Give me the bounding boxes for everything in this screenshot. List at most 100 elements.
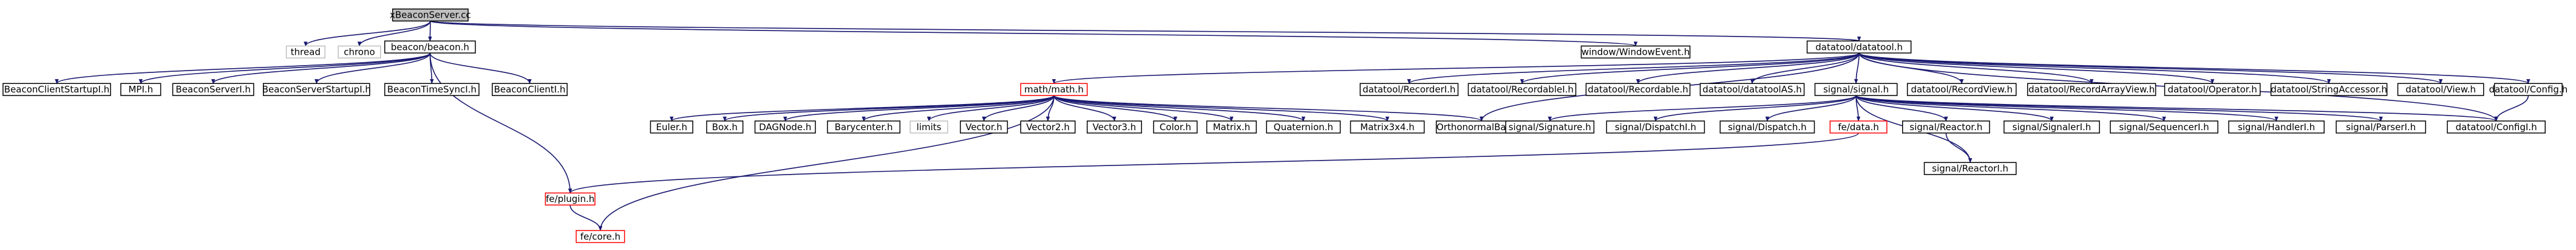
node-sig-dispatch[interactable]: signal/Dispatch.h [1719,120,1815,134]
node-matrix3x4[interactable]: Matrix3x4.h [1350,120,1425,134]
node-label: datatool/Recordable.h [1588,84,1688,95]
node-box[interactable]: Box.h [706,120,744,134]
node-box [960,120,1008,134]
node-recordable[interactable]: datatool/Recordable.h [1585,83,1691,96]
node-recordable-i[interactable]: datatool/RecordableI.h [1467,83,1577,96]
node-config-h[interactable]: datatool/Config.h [2489,83,2568,96]
edge-signal-to-sig_sequencer [1855,95,2166,122]
node-box [2228,120,2325,134]
node-config-i[interactable]: datatool/ConfigI.h [2447,120,2546,134]
node-box [2493,83,2563,96]
edge-math-to-matrix3x4 [1053,95,1390,122]
edge-signal-to-sig_signaler [1855,95,2054,122]
node-label: beacon/beacon.h [391,41,469,52]
node-label: limits [917,122,942,133]
node-barycenter[interactable]: Barycenter.h [827,120,901,134]
node-box [2003,120,2100,134]
node-math[interactable]: math/math.h [1020,83,1088,96]
node-sig-parser[interactable]: signal/ParserI.h [2336,120,2427,134]
node-box [492,83,568,96]
edge-signal-to-sig_reactor [1855,95,1948,122]
node-box [1902,120,1990,134]
edge-beacon-to-bs_startup [314,52,431,85]
node-view[interactable]: datatool/View.h [2397,83,2484,96]
node-label: BeaconServerStartupI.h [262,84,371,95]
edge-root-to-datatool [430,20,1861,42]
node-sig-handler[interactable]: signal/HandlerI.h [2228,120,2325,134]
node-box [2110,120,2218,134]
node-orthonormal[interactable]: OrthonormalBasis.h [1435,120,1528,134]
node-fe-data[interactable]: fe/data.h [1829,120,1888,134]
node-recorder[interactable]: datatool/RecorderI.h [1359,83,1459,96]
node-datatool-as[interactable]: datatool/datatoolAS.h [1699,83,1805,96]
node-sig-signature[interactable]: signal/Signature.h [1505,120,1595,134]
edge-beacon-to-beacon_client [429,52,532,85]
edge-sig_reactor-to-sig_reactor_i [1945,133,1973,163]
node-label: datatool/ConfigI.h [2456,122,2537,133]
node-limits: limits [909,120,948,134]
node-color[interactable]: Color.h [1153,120,1198,134]
node-bs-startup[interactable]: BeaconServerStartupI.h [262,83,371,96]
edge-math-to-matrix [1053,95,1234,122]
node-datatool[interactable]: datatool/datatool.h [1806,40,1912,54]
edge-math-to-core [598,95,1055,231]
node-sig-reactor-i[interactable]: signal/ReactorI.h [1923,162,2017,175]
node-window-event[interactable]: window/WindowEvent.h [1580,45,1691,59]
node-sig-signaler[interactable]: signal/SignalerI.h [2003,120,2100,134]
node-operator[interactable]: datatool/Operator.h [2164,83,2261,96]
node-box [1585,83,1691,96]
node-box [2336,120,2427,134]
node-string-accessor[interactable]: datatool/StringAccessor.h [2270,83,2388,96]
edge-math-to-limits [926,95,1055,122]
edge-beacon-to-beacon_server [211,52,431,85]
node-euler[interactable]: Euler.h [650,120,693,134]
node-box [1266,120,1341,134]
node-vector2[interactable]: Vector2.h [1020,120,1076,134]
node-matrix[interactable]: Matrix.h [1206,120,1257,134]
node-label: datatool/View.h [2405,84,2476,95]
node-thread: thread [285,45,325,59]
edge-math-to-vector [982,95,1055,122]
edge-config_h-to-config_i [2494,95,2529,122]
edge-math-to-barycenter [861,95,1055,122]
node-label: datatool/datatool.h [1815,41,1903,52]
node-beacon-client[interactable]: BeaconClientI.h [492,83,568,96]
node-label: BeaconTimeSyncI.h [387,84,477,95]
node-sig-sequencer[interactable]: signal/SequencerI.h [2110,120,2218,134]
edge-math-to-quaternion [1053,95,1305,122]
edge-root-to-chrono [357,21,431,47]
node-core[interactable]: fe/core.h [576,230,625,243]
node-sig-reactor[interactable]: signal/Reactor.h [1902,120,1990,134]
edge-datatool-to-view [1858,52,2443,85]
node-label: chrono [344,46,375,57]
node-label: fe/core.h [580,231,620,242]
node-bc-startup[interactable]: BeaconClientStartupI.h [2,83,111,96]
node-record-view[interactable]: datatool/RecordView.h [1906,83,2017,96]
node-beacon[interactable]: beacon/beacon.h [384,40,476,54]
node-beacon-server[interactable]: BeaconServerI.h [172,83,254,96]
node-plugin[interactable]: fe/plugin.h [545,192,596,206]
node-root[interactable]: xBeaconServer.cc [390,9,471,22]
node-box [2397,83,2484,96]
node-label: Color.h [1160,122,1191,133]
node-label: signal/HandlerI.h [2238,122,2315,133]
edge-math-to-color [1053,95,1178,122]
edge-beacon-to-bc_startup [55,52,431,85]
node-box [706,120,744,134]
node-vector[interactable]: Vector.h [960,120,1008,134]
node-box [384,40,476,54]
node-record-array-view[interactable]: datatool/RecordArrayView.h [2027,83,2156,96]
node-signal[interactable]: signal/signal.h [1814,83,1898,96]
node-vector3[interactable]: Vector3.h [1086,120,1143,134]
node-box [1806,40,1912,54]
node-sig-dispatch-i[interactable]: signal/DispatchI.h [1606,120,1705,134]
node-dagnode[interactable]: DAGNode.h [754,120,816,134]
node-box [285,45,325,59]
node-quaternion[interactable]: Quaternion.h [1266,120,1341,134]
node-box [1020,83,1088,96]
node-label: datatool/RecordArrayView.h [2028,84,2155,95]
node-box [2164,83,2261,96]
node-time-sync[interactable]: BeaconTimeSyncI.h [384,83,480,96]
node-mpi[interactable]: MPI.h [120,83,161,96]
